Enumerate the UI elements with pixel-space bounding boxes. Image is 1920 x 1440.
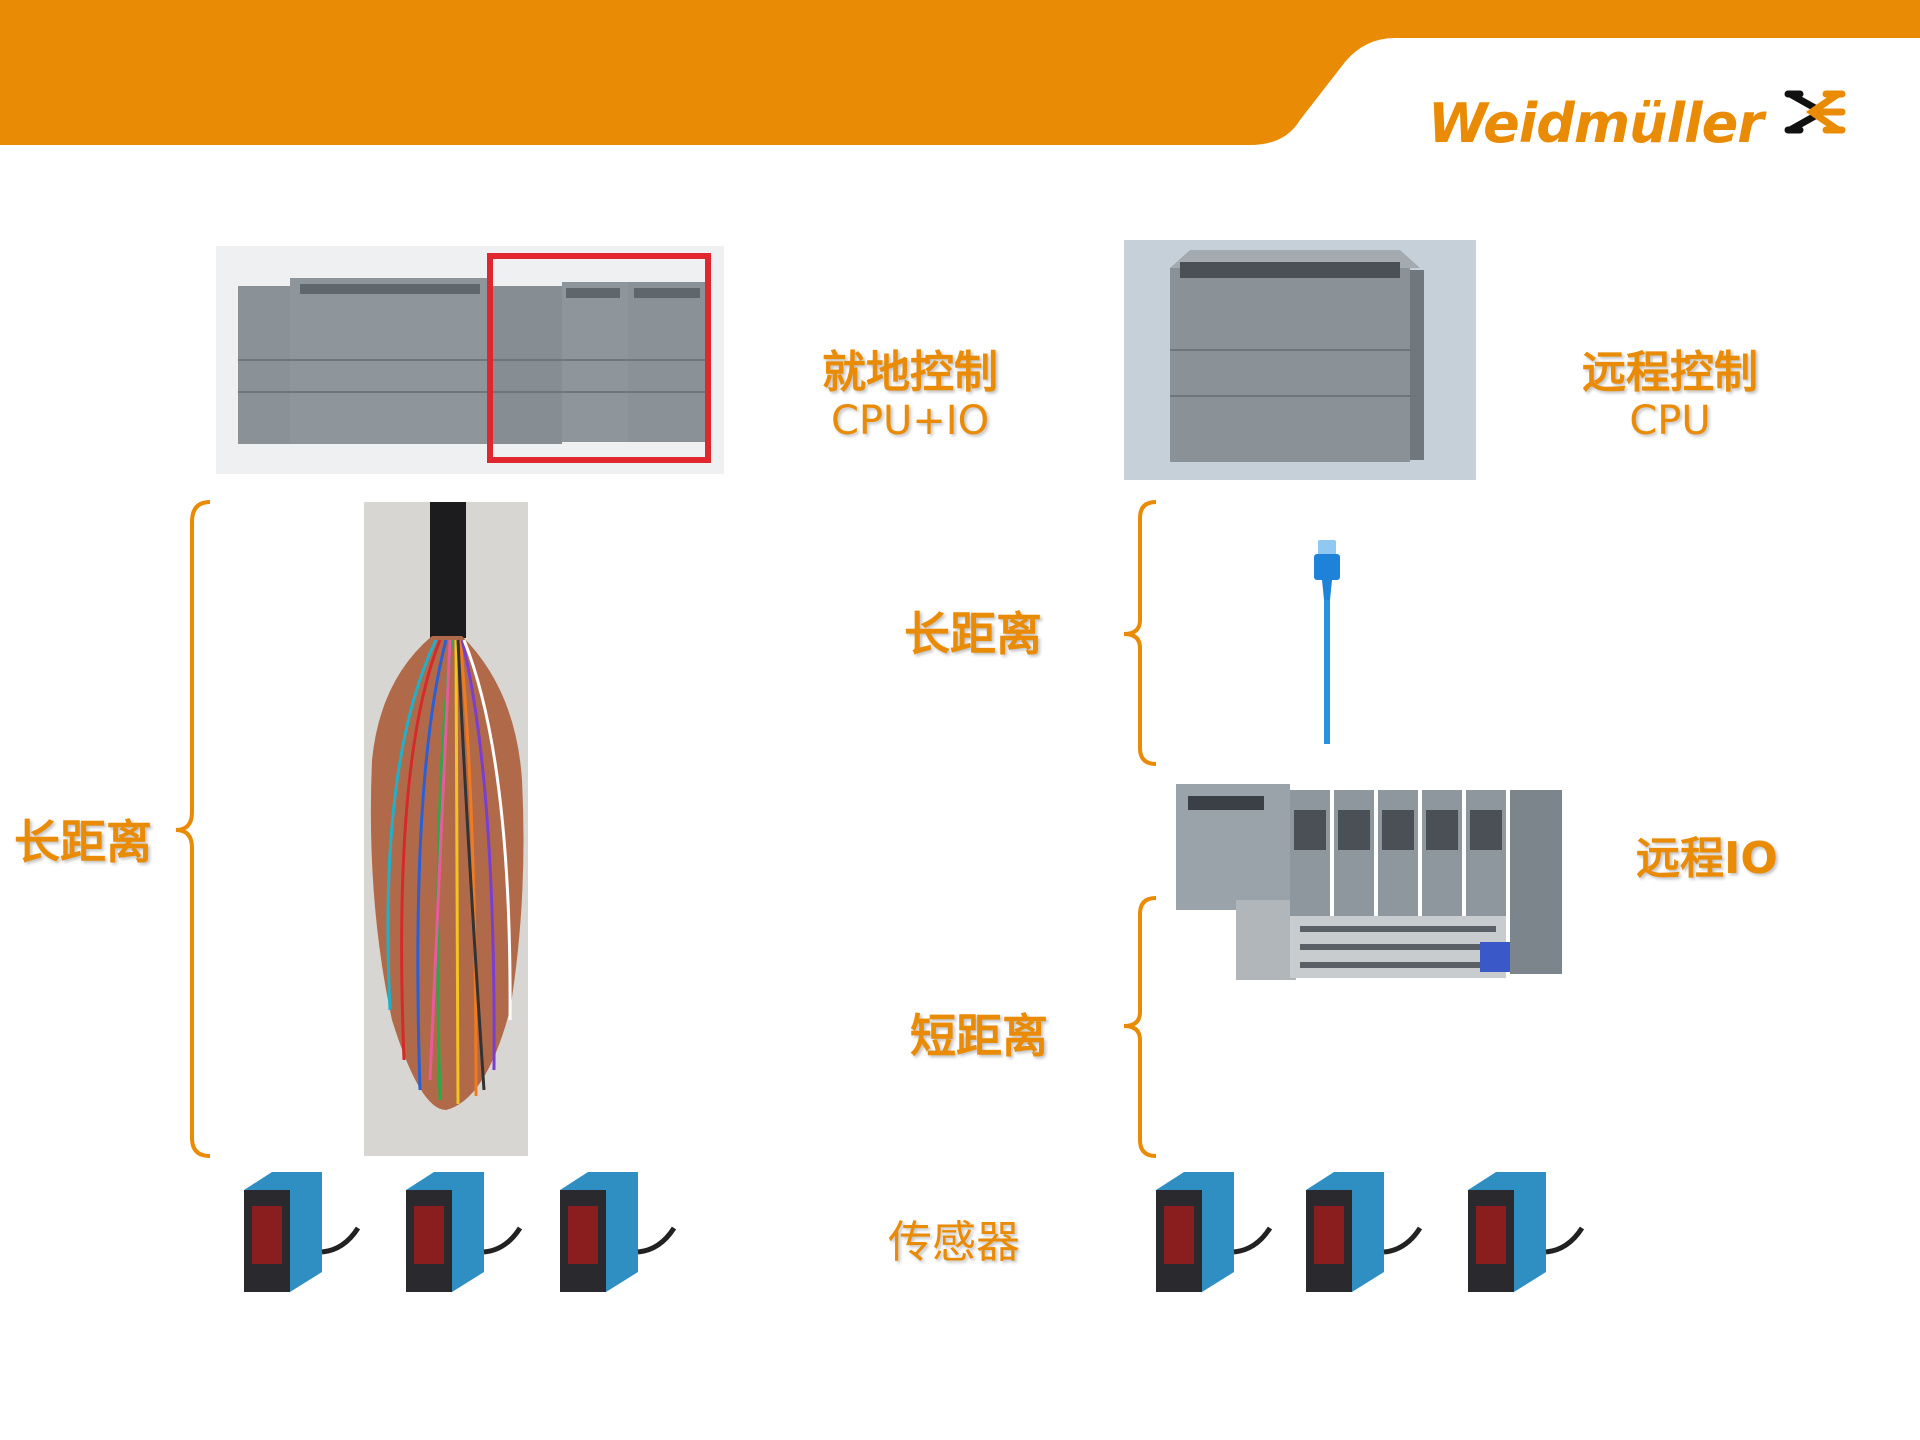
remote-control-subtitle: CPU — [1629, 398, 1711, 444]
photoelectric-sensor-icon — [1468, 1172, 1585, 1292]
photoelectric-sensor-icon — [406, 1172, 523, 1292]
remote-short-distance-label: 短距离 — [910, 1009, 1048, 1063]
local-control-title: 就地控制 — [822, 347, 998, 398]
photoelectric-sensor-icon — [560, 1172, 677, 1292]
header-banner — [0, 0, 1920, 145]
photoelectric-sensor-icon — [244, 1172, 361, 1292]
local-control-subtitle: CPU+IO — [830, 398, 990, 444]
brand-name: Weidmüller — [1428, 92, 1764, 155]
remote-control-title: 远程控制 — [1582, 347, 1758, 398]
remote-io-label: 远程IO — [1636, 833, 1778, 884]
photoelectric-sensor-icon — [1306, 1172, 1423, 1292]
remote-long-distance-label: 长距离 — [904, 607, 1042, 661]
sensors-label: 传感器 — [888, 1217, 1020, 1268]
left-distance-label: 长距离 — [14, 815, 152, 869]
photoelectric-sensor-icon — [1156, 1172, 1273, 1292]
